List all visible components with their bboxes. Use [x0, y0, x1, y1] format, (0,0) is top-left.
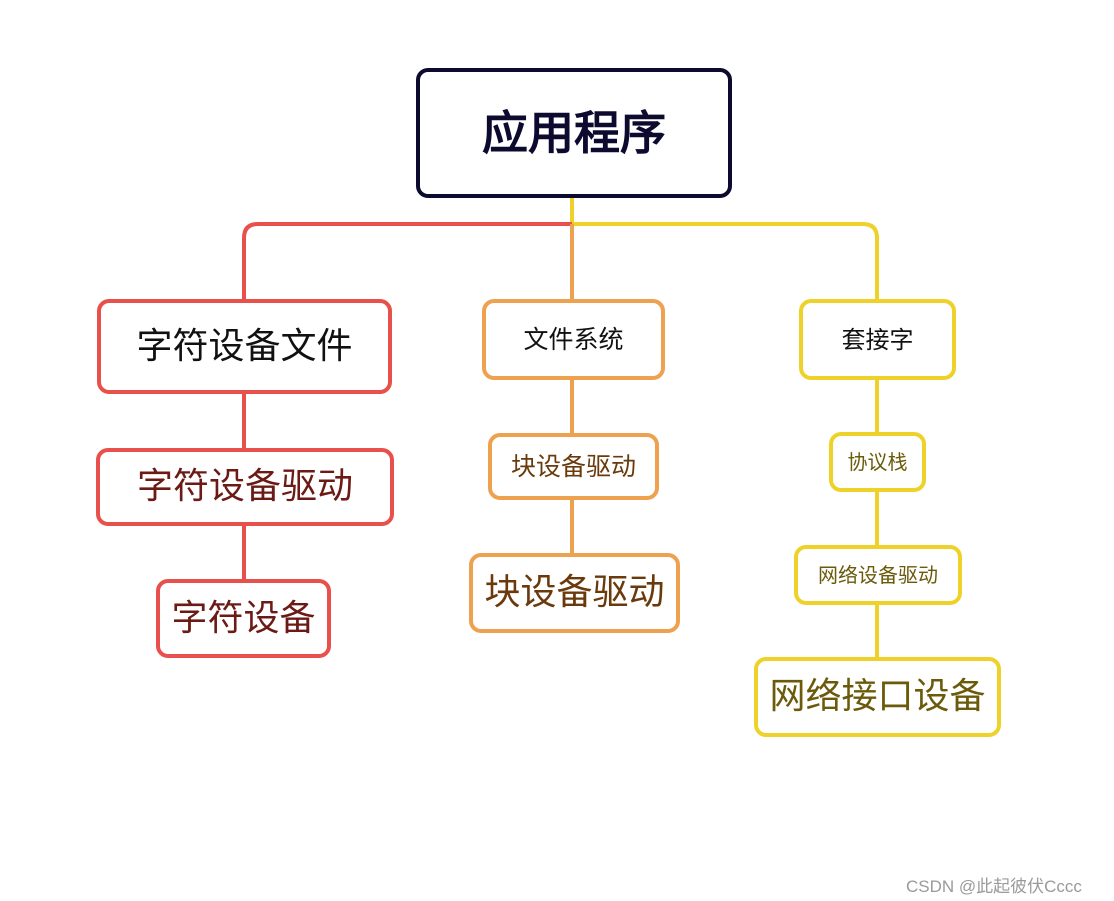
left-branch-line — [242, 222, 572, 299]
node-label: 字符设备 — [171, 597, 316, 639]
node-network-interface-device: 网络接口设备 — [754, 657, 1001, 737]
node-block-device-driver: 块设备驱动 — [488, 433, 659, 500]
node-label: 字符设备驱动 — [136, 466, 353, 507]
node-label: 协议栈 — [847, 450, 908, 474]
root-node-application: 应用程序 — [416, 68, 732, 198]
node-protocol-stack: 协议栈 — [829, 432, 926, 492]
node-char-device-driver: 字符设备驱动 — [96, 448, 394, 526]
node-block-device-driver-large: 块设备驱动 — [469, 553, 680, 633]
node-label: 块设备驱动 — [484, 572, 665, 613]
node-label: 网络设备驱动 — [818, 563, 938, 587]
node-char-device-file: 字符设备文件 — [97, 299, 392, 394]
node-label: 字符设备文件 — [136, 325, 353, 367]
node-network-device-driver: 网络设备驱动 — [794, 545, 962, 605]
node-file-system: 文件系统 — [482, 299, 665, 380]
node-socket: 套接字 — [799, 299, 956, 380]
right-branch-line — [572, 222, 879, 299]
node-label: 块设备驱动 — [510, 452, 636, 481]
watermark-text: CSDN @此起彼伏Cccc — [906, 877, 1082, 896]
node-label: 套接字 — [841, 325, 914, 354]
node-char-device: 字符设备 — [156, 579, 331, 658]
node-label: 网络接口设备 — [769, 676, 986, 717]
node-label: 文件系统 — [523, 325, 624, 354]
root-node-label: 应用程序 — [482, 106, 666, 160]
